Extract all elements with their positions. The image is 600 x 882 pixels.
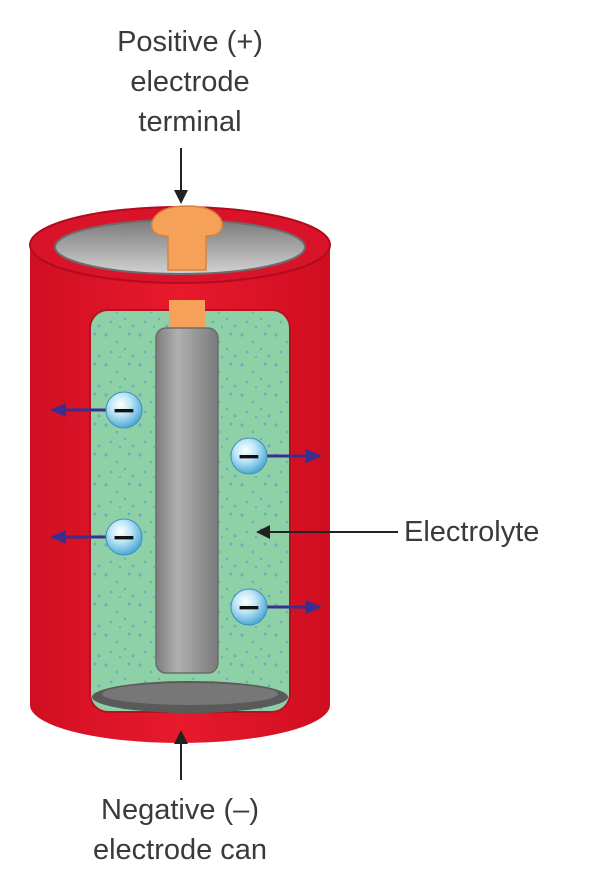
ion-circle xyxy=(230,437,268,475)
negative-label-line1: Negative (–) xyxy=(101,794,259,826)
ion-left-upper: − xyxy=(50,391,143,429)
ion-sign: − xyxy=(236,590,261,625)
ion-left-lower: − xyxy=(50,518,143,556)
positive-terminal-label: Positive (+) electrode terminal xyxy=(60,22,320,142)
positive-terminal-cap xyxy=(151,205,223,271)
ion-circle xyxy=(105,391,143,429)
negative-label-line2: electrode can xyxy=(92,834,268,866)
positive-label-line1: Positive (+) xyxy=(117,26,263,58)
electrolyte-label: Electrolyte xyxy=(404,516,540,548)
ion-sign: − xyxy=(111,393,136,428)
cavity-bottom-highlight xyxy=(102,683,278,705)
negative-pointer-arrow xyxy=(174,730,188,780)
ion-sign: − xyxy=(236,439,261,474)
central-rod xyxy=(155,327,219,674)
ion-right-upper: − xyxy=(230,437,322,475)
ion-circle xyxy=(230,588,268,626)
positive-pointer-arrow xyxy=(174,148,188,204)
ion-sign: − xyxy=(111,520,136,555)
negative-can-label: Negative (–) electrode can xyxy=(45,790,315,870)
positive-label-line3: terminal xyxy=(138,106,242,138)
positive-label-line2: electrode xyxy=(130,66,250,98)
ion-circle xyxy=(105,518,143,556)
electrolyte-pointer-arrow xyxy=(256,525,398,539)
ion-right-lower: − xyxy=(230,588,322,626)
